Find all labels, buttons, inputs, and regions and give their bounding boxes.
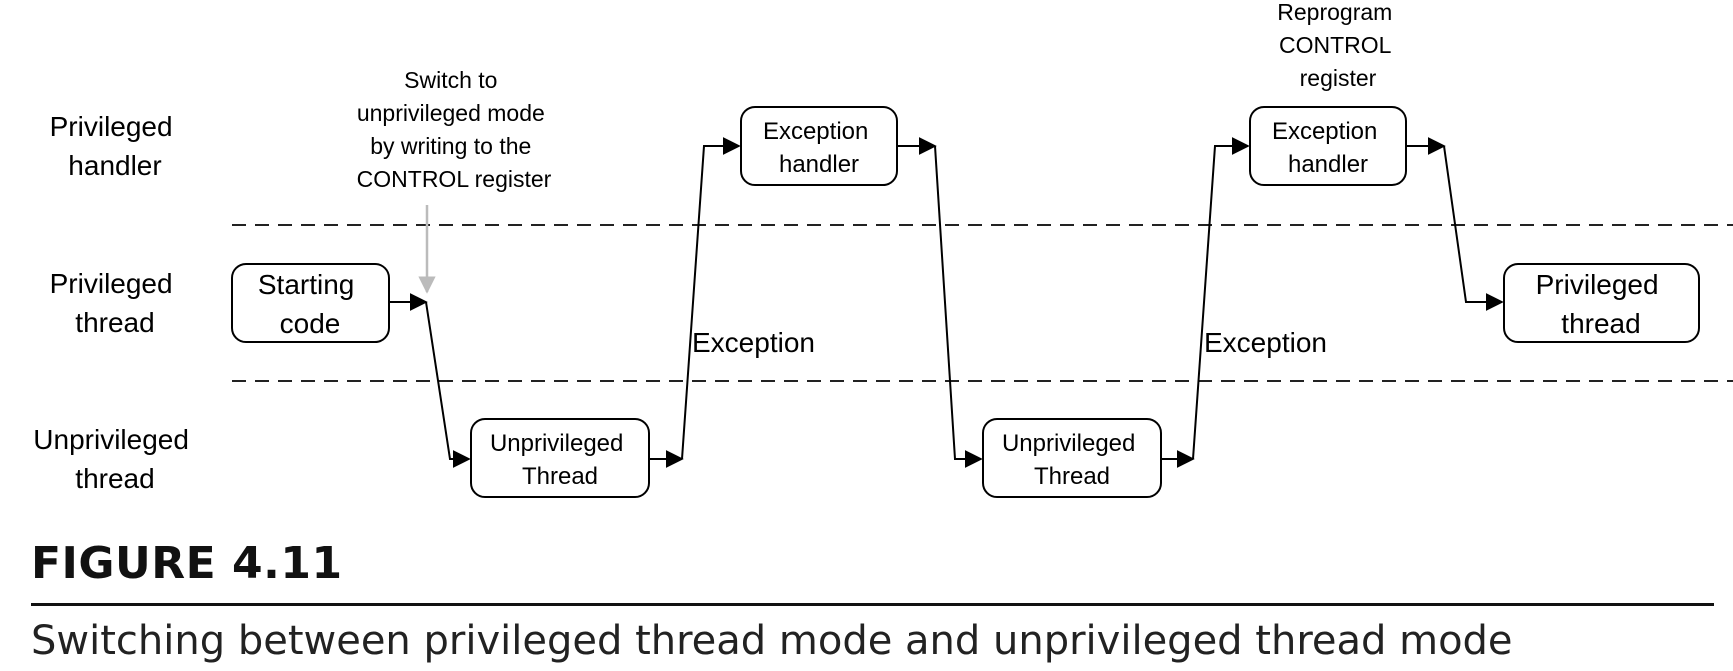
flow-return-to-privileged [1443, 145, 1504, 311]
svg-text:Unprivileged Thread: Unprivileged Thread [1002, 430, 1142, 490]
lane-label-privileged-handler: Privileged handler [50, 111, 181, 181]
box-unprivileged-thread-2: Unprivileged Thread [982, 418, 1162, 498]
switch-mode-annotation: Switch to unprivileged mode by writing t… [357, 67, 552, 192]
mode-switch-diagram: Privileged handler Privileged thread Unp… [33, 0, 1733, 498]
reprogram-annotation: Reprogram CONTROL register [1277, 0, 1398, 91]
svg-text:Privileged thread: Privileged thread [1536, 269, 1667, 339]
exception-label-2: Exception [1204, 327, 1327, 358]
flow-exception-1-rise [681, 137, 741, 460]
flow-drop-to-unpriv-1 [425, 301, 471, 468]
flow-exception-2-rise [1192, 137, 1250, 460]
svg-text:Starting code: Starting code [258, 269, 362, 339]
box-exception-handler-1: Exception handler [740, 106, 898, 186]
flow-return-to-unpriv-2 [934, 145, 983, 468]
svg-text:Exception handler: Exception handler [763, 118, 875, 178]
box-exception-handler-2: Exception handler [1249, 106, 1407, 186]
lane-label-unprivileged-thread: Unprivileged thread [33, 424, 196, 494]
caption-divider [31, 603, 1714, 606]
box-unprivileged-thread-1: Unprivileged Thread [470, 418, 650, 498]
figure-caption: Switching between privileged thread mode… [31, 618, 1513, 664]
lane-label-privileged-thread: Privileged thread [50, 268, 181, 338]
box-privileged-thread-end: Privileged thread [1503, 263, 1700, 343]
box-starting-code: Starting code [231, 263, 390, 343]
svg-text:Exception handler: Exception handler [1272, 118, 1384, 178]
svg-text:Unprivileged Thread: Unprivileged Thread [490, 430, 630, 490]
exception-label-1: Exception [692, 327, 815, 358]
figure-label: FIGURE 4.11 [31, 538, 343, 589]
